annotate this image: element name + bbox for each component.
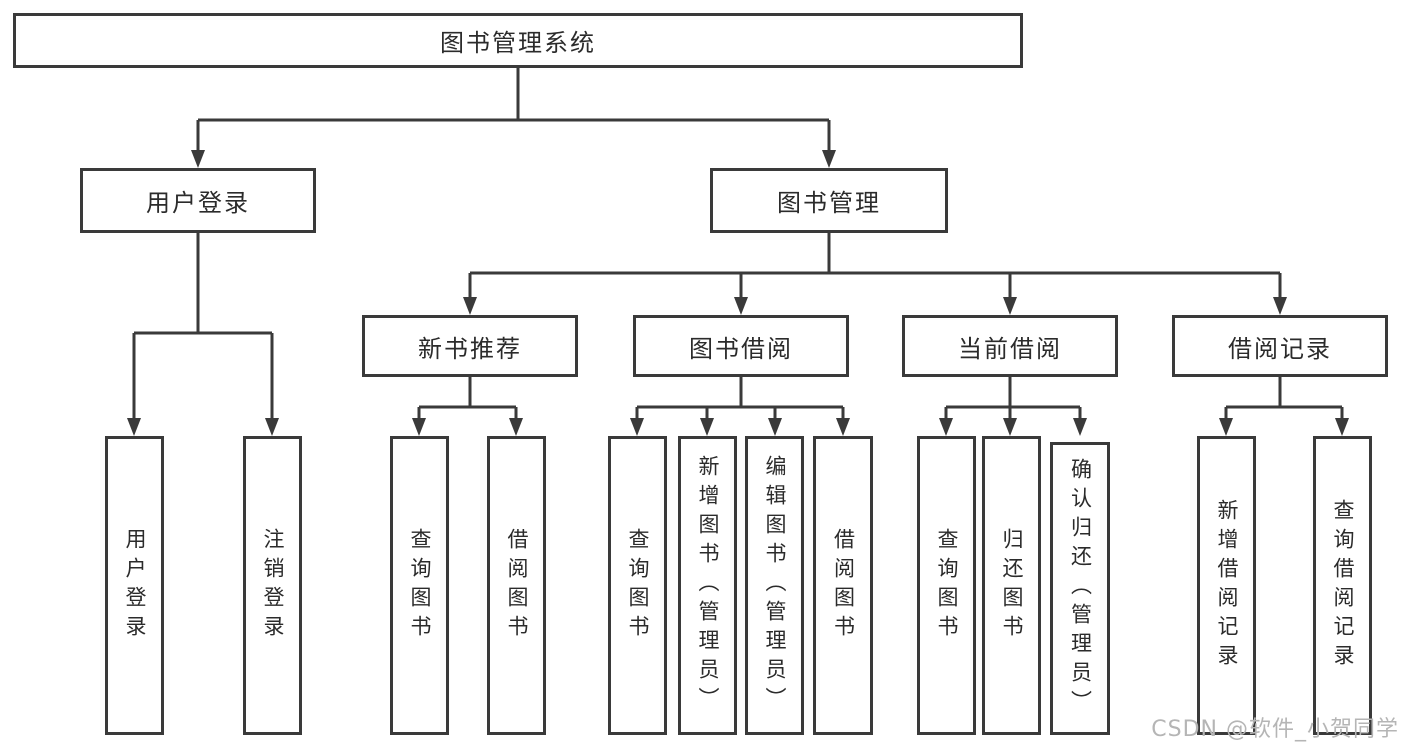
- node-borrowing-records: 借阅记录: [1172, 315, 1388, 377]
- node-book-management-label: 图书管理: [777, 189, 881, 217]
- node-book-borrowing: 图书借阅: [633, 315, 849, 377]
- leaf-current-query-books: 查询图书: [917, 436, 976, 735]
- node-current-borrowing-label: 当前借阅: [958, 334, 1062, 363]
- node-user-login: 用户登录: [80, 168, 316, 233]
- leaf-records-query-record-label: 查询借阅记录: [1331, 498, 1356, 673]
- leaf-borrow-edit-books-admin-label: 编辑图书（管理员）: [763, 455, 788, 716]
- node-user-login-label: 用户登录: [146, 189, 250, 217]
- leaf-records-add-record-label: 新增借阅记录: [1215, 498, 1240, 673]
- leaf-records-add-record: 新增借阅记录: [1197, 436, 1256, 735]
- leaf-user-login: 用户登录: [105, 436, 164, 735]
- node-book-management: 图书管理: [710, 168, 948, 233]
- node-root: 图书管理系统: [13, 13, 1023, 68]
- leaf-logout: 注销登录: [243, 436, 302, 735]
- leaf-borrow-add-books-admin: 新增图书（管理员）: [678, 436, 737, 735]
- leaf-borrow-borrow-books: 借阅图书: [813, 436, 873, 735]
- leaf-current-confirm-return-admin: 确认归还（管理员）: [1050, 442, 1110, 735]
- node-root-label: 图书管理系统: [440, 29, 596, 57]
- leaf-current-query-books-label: 查询图书: [935, 527, 960, 644]
- leaf-user-login-label: 用户登录: [123, 527, 148, 644]
- leaf-borrow-query-books: 查询图书: [608, 436, 667, 735]
- leaf-records-query-record: 查询借阅记录: [1313, 436, 1372, 735]
- node-new-book-recommendation: 新书推荐: [362, 315, 578, 377]
- node-current-borrowing: 当前借阅: [902, 315, 1118, 377]
- leaf-borrow-add-books-admin-label: 新增图书（管理员）: [696, 455, 721, 716]
- leaf-current-return-books-label: 归还图书: [1000, 527, 1025, 644]
- leaf-current-return-books: 归还图书: [982, 436, 1041, 735]
- leaf-newbook-borrow-books-label: 借阅图书: [505, 527, 530, 644]
- leaf-borrow-borrow-books-label: 借阅图书: [831, 527, 856, 644]
- leaf-borrow-query-books-label: 查询图书: [626, 527, 651, 644]
- node-new-book-recommendation-label: 新书推荐: [418, 334, 522, 363]
- leaf-newbook-query-books: 查询图书: [390, 436, 449, 735]
- node-book-borrowing-label: 图书借阅: [689, 334, 793, 363]
- leaf-borrow-edit-books-admin: 编辑图书（管理员）: [745, 436, 804, 735]
- node-borrowing-records-label: 借阅记录: [1228, 334, 1332, 363]
- leaf-logout-label: 注销登录: [261, 527, 286, 644]
- leaf-newbook-borrow-books: 借阅图书: [487, 436, 546, 735]
- leaf-current-confirm-return-admin-label: 确认归还（管理员）: [1068, 458, 1093, 719]
- leaf-newbook-query-books-label: 查询图书: [408, 527, 433, 644]
- watermark-text: CSDN @软件_小贺同学: [1151, 717, 1399, 742]
